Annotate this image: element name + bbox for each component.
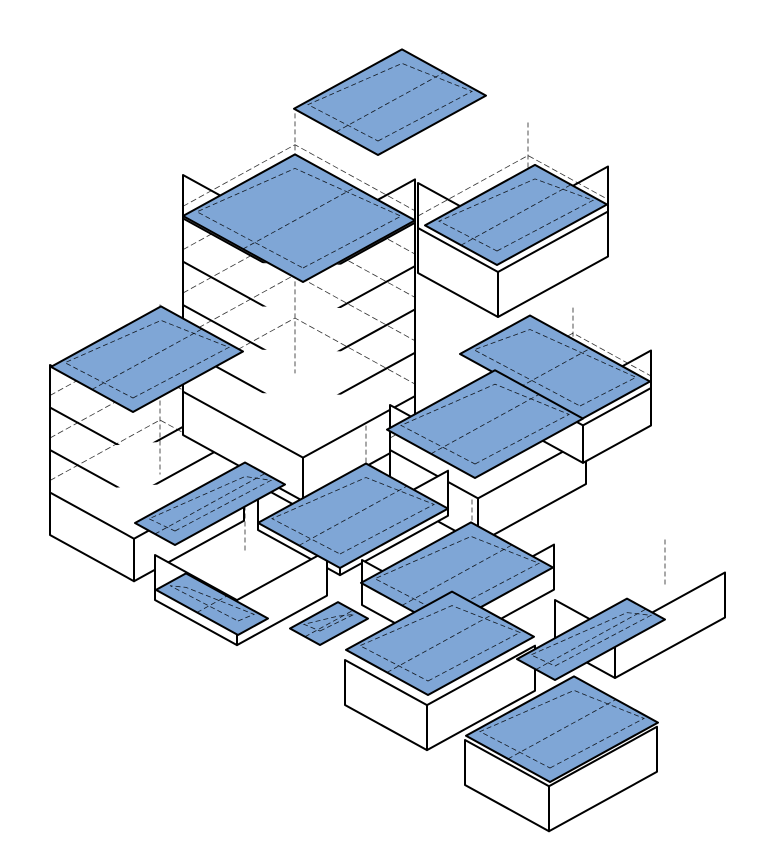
low-mid-body-right-face [426,644,536,752]
center-box-top-hidden-midline [298,485,408,546]
low-row-mid-top-hidden-outline [359,605,521,682]
low-right-top-hidden-midline [535,608,647,670]
tower-left-top-hidden-midline [91,328,203,390]
tower-right-top-hidden-midline [460,184,572,246]
tower-center-top-hidden-outline [196,167,402,269]
tower-back-top [293,48,487,156]
tower-right-top-hidden-outline [438,178,594,252]
front-small-body-right-face [548,725,658,833]
center-box-top-hidden-outline [271,477,435,555]
tower-center-body-hidden-floor [182,144,416,212]
tower-back-top-hidden-midline [335,72,445,133]
low-row-mid-top-hidden-midline [386,613,494,673]
low-right-top-hidden-outline [530,612,653,667]
center-mid-top [386,369,584,479]
tower-right-body-hidden-floor [417,155,609,217]
lower-left-top-hidden-midline [196,595,228,613]
tower-left-top-hidden-outline [64,319,230,399]
front-small-top-hidden-midline [507,699,617,760]
low-row-left-top-hidden-midline [304,609,354,638]
right-mid-top-hidden-midline [519,348,591,388]
left-step-top-hidden-outline [148,476,273,532]
center-mid-top-hidden-midline [430,394,540,455]
right-mid-top-hidden-outline [473,329,637,407]
lower-center-top-hidden-midline [401,544,513,606]
tower-center-top [182,153,416,283]
lower-center-top [360,521,554,629]
lower-left-top-hidden-outline [169,585,256,622]
lower-center-top-hidden-outline [374,535,540,615]
left-step-top-hidden-midline [154,473,266,535]
tower-center-body-floor-line [182,390,416,459]
center-mid-top-hidden-outline [400,383,570,465]
tower-left-top [50,305,244,413]
low-row-left-top-hidden-outline [302,614,355,632]
tower-center-top-hidden-midline [242,187,356,250]
low-right-body-right-face [614,571,726,679]
